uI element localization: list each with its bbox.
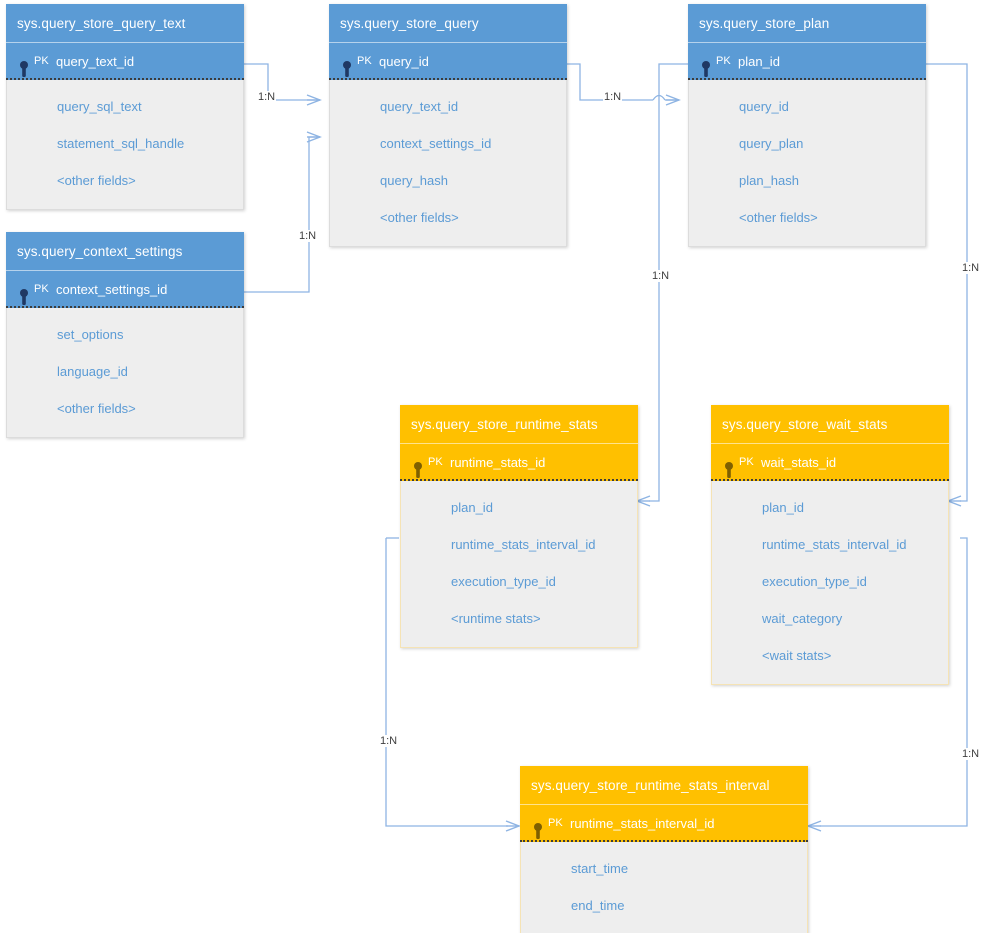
field-row[interactable]: start_time bbox=[571, 861, 629, 876]
entity-title-query_text: sys.query_store_query_text bbox=[6, 4, 244, 43]
field-row[interactable]: execution_type_id bbox=[762, 574, 867, 589]
field-row[interactable]: runtime_stats_interval_id bbox=[762, 537, 907, 552]
entity-title-query: sys.query_store_query bbox=[329, 4, 567, 43]
entity-pk-row-query_text[interactable]: PK query_text_id bbox=[6, 43, 244, 80]
field-row[interactable]: <other fields> bbox=[57, 401, 136, 416]
entity-pk-row-query[interactable]: PK query_id bbox=[329, 43, 567, 80]
entity-title-interval: sys.query_store_runtime_stats_interval bbox=[520, 766, 808, 805]
pk-badge: PK bbox=[34, 55, 49, 67]
field-row[interactable]: query_text_id bbox=[380, 99, 459, 114]
connector-context-to-query bbox=[244, 136, 320, 293]
pk-badge: PK bbox=[548, 817, 563, 829]
field-row[interactable]: wait_category bbox=[762, 611, 843, 626]
field-row[interactable]: plan_hash bbox=[739, 173, 799, 188]
pk-badge: PK bbox=[357, 55, 372, 67]
entity-fields-plan: query_id query_plan plan_hash <other fields… bbox=[688, 80, 926, 247]
key-icon bbox=[700, 54, 712, 77]
field-row[interactable]: <other fields> bbox=[380, 210, 459, 225]
field-row[interactable]: query_sql_text bbox=[57, 99, 142, 114]
field-row[interactable]: <wait stats> bbox=[762, 648, 832, 663]
field-row[interactable]: set_options bbox=[57, 327, 124, 342]
field-row[interactable]: statement_sql_handle bbox=[57, 136, 185, 151]
field-row[interactable]: runtime_stats_interval_id bbox=[451, 537, 596, 552]
pk-field-name: query_id bbox=[379, 54, 429, 69]
cardinality-label-plan-to-runtime: 1:N bbox=[651, 270, 671, 282]
arrow-into-query-text-id bbox=[306, 94, 321, 106]
cardinality-label-query-to-plan: 1:N bbox=[603, 91, 623, 103]
pk-badge: PK bbox=[739, 456, 754, 468]
pk-badge: PK bbox=[428, 456, 443, 468]
field-row[interactable]: query_plan bbox=[739, 136, 804, 151]
pk-field-name: runtime_stats_interval_id bbox=[570, 816, 715, 831]
connector-plan-to-runtime bbox=[649, 63, 688, 502]
entity-title-runtime_stats: sys.query_store_runtime_stats bbox=[400, 405, 638, 444]
field-row[interactable]: query_hash bbox=[380, 173, 448, 188]
field-row[interactable]: plan_id bbox=[762, 500, 804, 515]
arrow-into-wait-plan-id bbox=[947, 495, 962, 507]
entity-pk-row-context_settings[interactable]: PK context_settings_id bbox=[6, 271, 244, 308]
cardinality-label-text-to-query: 1:N bbox=[257, 91, 277, 103]
pk-field-name: context_settings_id bbox=[56, 282, 168, 297]
key-icon bbox=[532, 816, 544, 839]
arrow-into-plan-query-id bbox=[665, 94, 680, 106]
pk-field-name: runtime_stats_id bbox=[450, 455, 546, 470]
pk-field-name: plan_id bbox=[738, 54, 780, 69]
cardinality-label-interval-to-runtime: 1:N bbox=[379, 735, 399, 747]
pk-badge: PK bbox=[34, 283, 49, 295]
arrow-into-interval-pk-right bbox=[807, 820, 822, 832]
field-row[interactable]: context_settings_id bbox=[380, 136, 492, 151]
entity-pk-row-interval[interactable]: PK runtime_stats_interval_id bbox=[520, 805, 808, 842]
field-row[interactable]: query_id bbox=[739, 99, 789, 114]
key-icon bbox=[18, 282, 30, 305]
entity-title-context_settings: sys.query_context_settings bbox=[6, 232, 244, 271]
field-row[interactable]: <other fields> bbox=[57, 173, 136, 188]
pk-badge: PK bbox=[716, 55, 731, 67]
entity-fields-interval: start_time end_time bbox=[520, 842, 808, 933]
key-icon bbox=[18, 54, 30, 77]
key-icon bbox=[341, 54, 353, 77]
cardinality-label-context-to-query: 1:N bbox=[298, 230, 318, 242]
connector-text-to-query bbox=[244, 63, 320, 101]
entity-pk-row-wait_stats[interactable]: PK wait_stats_id bbox=[711, 444, 949, 481]
arrow-into-interval-pk-left bbox=[505, 820, 520, 832]
field-row[interactable]: plan_id bbox=[451, 500, 493, 515]
connector-query-to-plan-hop bbox=[652, 94, 666, 101]
field-row[interactable]: <runtime stats> bbox=[451, 611, 541, 626]
field-row[interactable]: execution_type_id bbox=[451, 574, 556, 589]
key-icon bbox=[723, 455, 735, 478]
entity-pk-row-runtime_stats[interactable]: PK runtime_stats_id bbox=[400, 444, 638, 481]
entity-fields-runtime_stats: plan_id runtime_stats_interval_id executio… bbox=[400, 481, 638, 648]
entity-title-plan: sys.query_store_plan bbox=[688, 4, 926, 43]
entity-fields-context_settings: set_options language_id <other fields> bbox=[6, 308, 244, 438]
entity-title-wait_stats: sys.query_store_wait_stats bbox=[711, 405, 949, 444]
entity-fields-wait_stats: plan_id runtime_stats_interval_id executio… bbox=[711, 481, 949, 685]
arrow-into-query-context-settings bbox=[306, 131, 321, 143]
key-icon bbox=[412, 455, 424, 478]
field-row[interactable]: end_time bbox=[571, 898, 625, 913]
field-row[interactable]: language_id bbox=[57, 364, 128, 379]
field-row[interactable]: <other fields> bbox=[739, 210, 818, 225]
entity-fields-query_text: query_sql_text statement_sql_handle <other… bbox=[6, 80, 244, 210]
entity-pk-row-plan[interactable]: PK plan_id bbox=[688, 43, 926, 80]
pk-field-name: wait_stats_id bbox=[761, 455, 837, 470]
arrow-into-runtime-plan-id bbox=[636, 495, 651, 507]
cardinality-label-plan-to-wait: 1:N bbox=[961, 262, 981, 274]
pk-field-name: query_text_id bbox=[56, 54, 135, 69]
entity-fields-query: query_text_id context_settings_id query_ha… bbox=[329, 80, 567, 247]
cardinality-label-interval-to-wait: 1:N bbox=[961, 748, 981, 760]
